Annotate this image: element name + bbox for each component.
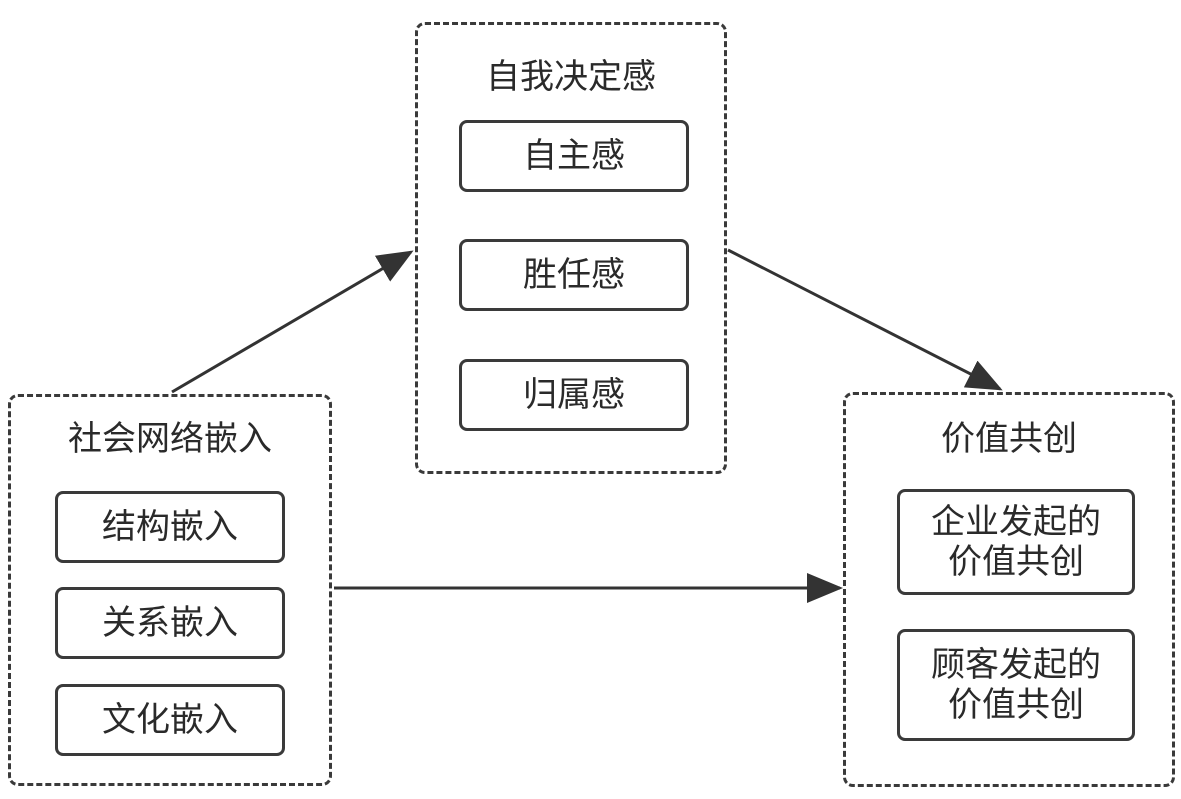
node-label: 文化嵌入 bbox=[102, 700, 238, 740]
node-label: 胜任感 bbox=[523, 255, 625, 295]
node-label: 关系嵌入 bbox=[102, 603, 238, 643]
group-title-value-cocreation: 价值共创 bbox=[941, 419, 1077, 459]
group-social-network-embedding: 社会网络嵌入 结构嵌入 关系嵌入 文化嵌入 bbox=[8, 394, 332, 786]
arrow-sdt-to-value bbox=[727, 248, 1003, 391]
node-label-line1: 企业发起的 bbox=[931, 502, 1101, 542]
group-title-self-determination: 自我决定感 bbox=[486, 57, 656, 97]
node-label-line1: 顾客发起的 bbox=[931, 645, 1101, 685]
group-title-social-network-embedding: 社会网络嵌入 bbox=[68, 419, 272, 459]
node-label: 归属感 bbox=[523, 375, 625, 415]
node-cultural-embedding: 文化嵌入 bbox=[55, 684, 285, 756]
node-competence: 胜任感 bbox=[459, 239, 689, 311]
group-value-cocreation: 价值共创 企业发起的 价值共创 顾客发起的 价值共创 bbox=[843, 392, 1175, 787]
node-belonging: 归属感 bbox=[459, 359, 689, 431]
node-firm-initiated-cocreation: 企业发起的 价值共创 bbox=[897, 489, 1135, 595]
node-structural-embedding: 结构嵌入 bbox=[55, 491, 285, 563]
group-self-determination: 自我决定感 自主感 胜任感 归属感 bbox=[415, 22, 727, 474]
node-autonomy: 自主感 bbox=[459, 120, 689, 192]
node-customer-initiated-cocreation: 顾客发起的 价值共创 bbox=[897, 629, 1135, 741]
node-relational-embedding: 关系嵌入 bbox=[55, 587, 285, 659]
node-label: 结构嵌入 bbox=[102, 507, 238, 547]
node-label-line2: 价值共创 bbox=[948, 685, 1084, 725]
node-label-line2: 价值共创 bbox=[948, 542, 1084, 582]
node-label: 自主感 bbox=[523, 136, 625, 176]
arrow-social-to-sdt bbox=[171, 250, 414, 394]
